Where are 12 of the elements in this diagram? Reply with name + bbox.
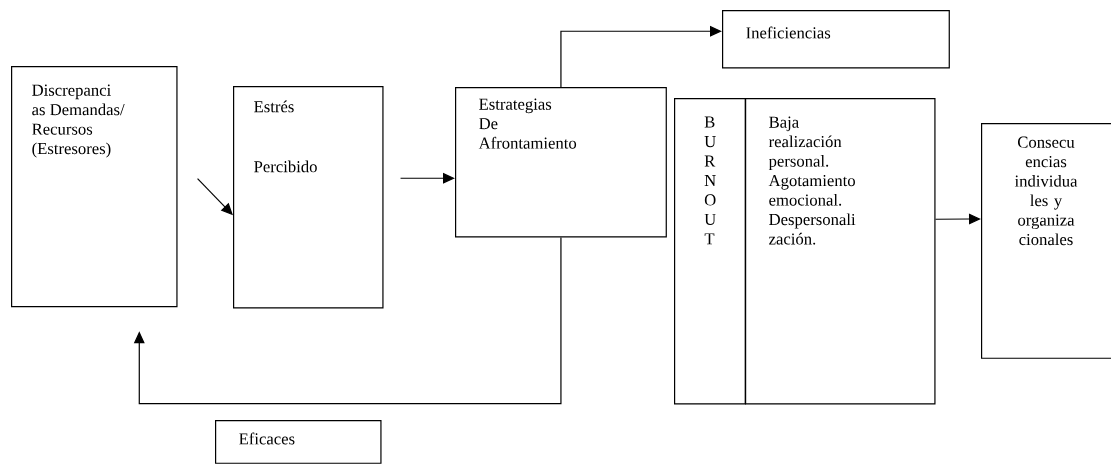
process-box: Estrés Percibido (233, 86, 384, 309)
arrow (133, 236, 562, 405)
process-box: B U R N O U T (674, 98, 746, 405)
arrow (399, 172, 455, 184)
process-box: Ineficiencias (722, 10, 950, 69)
arrow (560, 25, 722, 88)
arrow (934, 213, 981, 225)
process-box: Consecu encias individua les y organiza cionales (981, 123, 1111, 359)
process-box: Baja realización personal. Agotamiento emocional. Despersonali zación. (745, 98, 936, 405)
process-box: Eficaces (215, 420, 382, 464)
process-box: Estrategias De Afrontamiento (455, 87, 667, 238)
process-box: Discrepanci as Demandas/ Recursos (Estresores) (11, 66, 178, 308)
